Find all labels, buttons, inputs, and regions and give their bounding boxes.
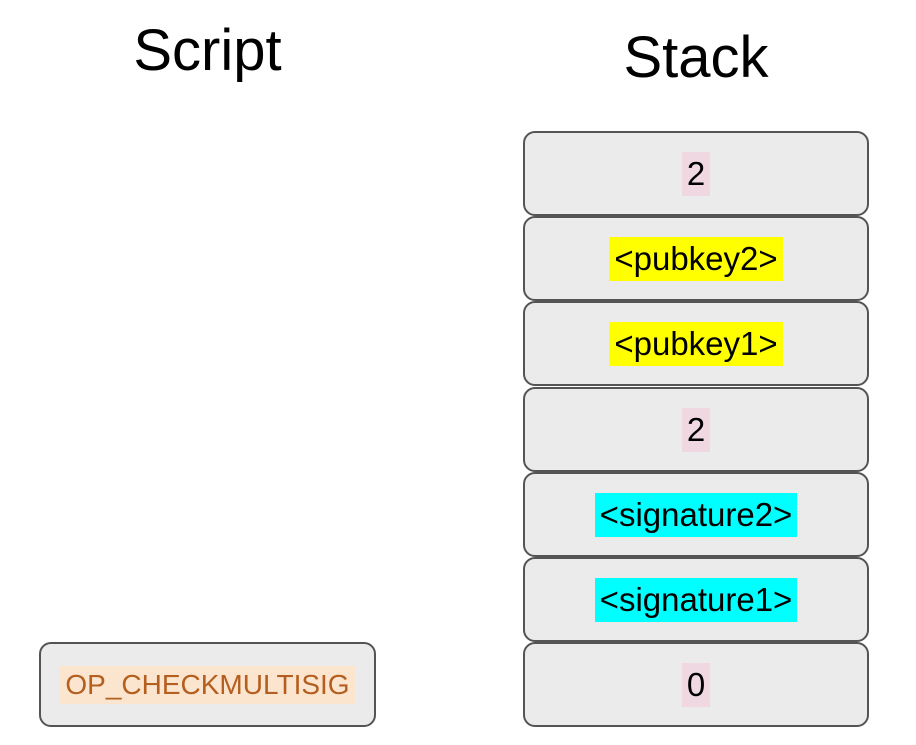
stack-item-value: <signature1> [594, 577, 798, 622]
stack-item-value: 2 [681, 151, 711, 196]
stack-item-5: <signature1> [523, 557, 869, 642]
script-column-title: Script [133, 18, 282, 83]
stack-item-value: 0 [681, 662, 711, 707]
stack-item-value: <pubkey2> [609, 236, 783, 281]
stack-item-1: <pubkey2> [523, 216, 869, 301]
stack-item-value: <pubkey1> [609, 321, 783, 366]
stack-item-2: <pubkey1> [523, 301, 869, 386]
stack-column-title: Stack [623, 25, 769, 90]
stack-item-value: 2 [681, 407, 711, 452]
opcode-label: OP_CHECKMULTISIG [60, 665, 355, 704]
stack-item-6: 0 [523, 642, 869, 727]
script-opcode-box: OP_CHECKMULTISIG [39, 642, 376, 727]
stack-item-0: 2 [523, 131, 869, 216]
stack-column: 2 <pubkey2> <pubkey1> 2 <signature2> <si… [523, 131, 869, 727]
stack-item-value: <signature2> [594, 492, 798, 537]
stack-item-4: <signature2> [523, 472, 869, 557]
stack-item-3: 2 [523, 387, 869, 472]
